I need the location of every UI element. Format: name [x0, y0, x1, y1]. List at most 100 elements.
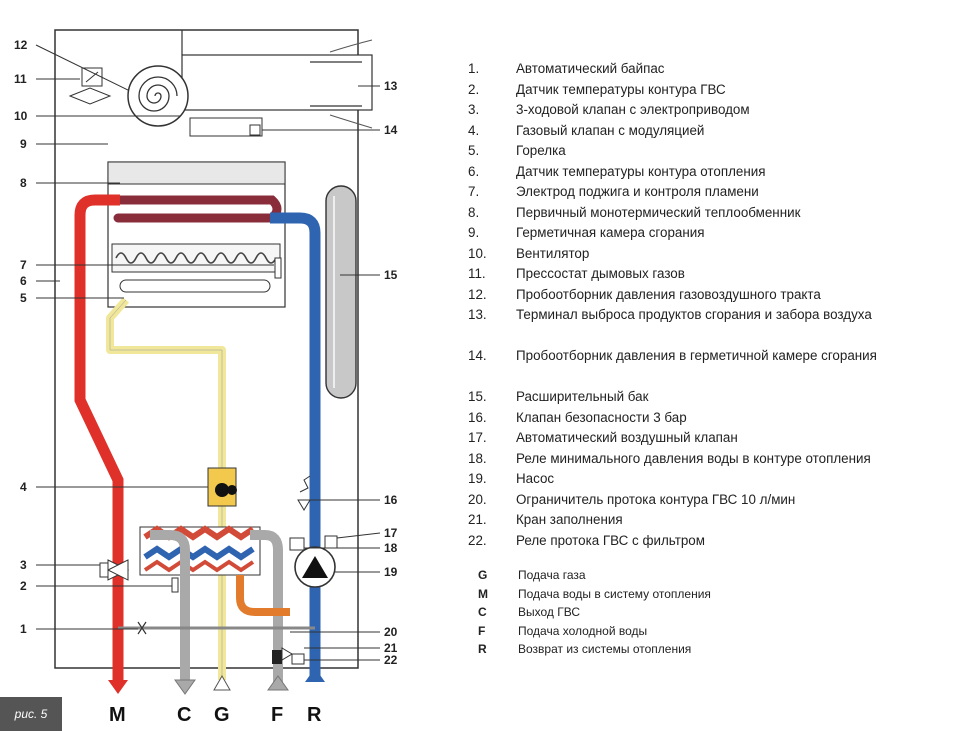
- legend-text: Ограничитель протока контура ГВС 10 л/ми…: [516, 491, 796, 507]
- legend-text: Датчик температуры контура отопления: [516, 163, 766, 179]
- connection-R: R: [307, 704, 322, 726]
- legend-text: Электрод поджига и контроля пламени: [516, 184, 759, 199]
- fan: [127, 65, 189, 127]
- callout-1: 1: [20, 622, 27, 636]
- flow-arrow-C: [174, 679, 196, 695]
- callout-4: 4: [20, 480, 27, 494]
- connection-M: M: [109, 704, 126, 726]
- component-legend: 1. Автоматический байпас 2. Датчик температ…: [468, 60, 948, 560]
- legend-number: 4.: [468, 122, 480, 138]
- boiler-casing: [54, 29, 359, 669]
- callout-lines: [35, 44, 381, 661]
- heating-flow-pipe: [74, 194, 124, 680]
- callout-2: 2: [20, 579, 27, 593]
- pressure-switch: [68, 67, 112, 105]
- flow-arrow-R: [305, 668, 325, 682]
- legend-text: Клапан безопасности 3 бар: [516, 409, 687, 425]
- callout-5: 5: [20, 291, 27, 305]
- flue-terminal: [181, 54, 373, 111]
- callout-3: 3: [20, 558, 27, 572]
- legend-text: Газовый клапан с модуляцией: [516, 122, 705, 138]
- callout-16: 16: [384, 493, 398, 507]
- callout-12: 12: [14, 38, 28, 52]
- callout-11: 11: [14, 72, 27, 86]
- legend-text: Кран заполнения: [516, 512, 623, 527]
- dhw-pipe: [150, 530, 190, 680]
- connection-description: Выход ГВС: [518, 605, 581, 619]
- legend-number: 6.: [468, 163, 480, 179]
- legend-number: 3.: [468, 102, 480, 117]
- legend-text: Первичный монотермический теплообменник: [516, 204, 801, 220]
- legend-text: Пробоотборник давления в герметичной кам…: [516, 348, 877, 363]
- legend-number: 12.: [468, 286, 487, 302]
- legend-text: 3-ходовой клапан с электроприводом: [516, 102, 750, 117]
- cold-water-pipe: [250, 530, 283, 690]
- legend-number: 19.: [468, 471, 487, 486]
- connection-code: F: [478, 623, 486, 638]
- expansion-tank: [325, 185, 357, 399]
- legend-number: 10.: [468, 245, 487, 261]
- callout-15: 15: [384, 268, 398, 282]
- boiler-diagram: 12 11 10 9 8 7 6 5 4 3 2 1 13 14 15 16 1…: [14, 29, 398, 726]
- legend-number: 14.: [468, 348, 487, 363]
- legend-number: 2.: [468, 81, 480, 97]
- callout-7: 7: [20, 258, 27, 272]
- legend-number: 15.: [468, 389, 487, 404]
- connection-description: Возврат из системы отопления: [518, 642, 692, 656]
- three-way-valve: [99, 559, 130, 581]
- legend-text: Терминал выброса продуктов сгорания и за…: [516, 307, 872, 322]
- legend-text: Датчик температуры контура ГВС: [516, 81, 726, 97]
- legend-number: 11.: [468, 266, 486, 281]
- connection-description: Подача холодной воды: [518, 623, 648, 638]
- connection-C: C: [177, 704, 191, 726]
- callout-9: 9: [20, 137, 27, 151]
- legend-text: Насос: [516, 471, 555, 486]
- connection-code: C: [478, 605, 487, 619]
- connection-code: R: [478, 642, 487, 656]
- legend-text: Автоматический байпас: [516, 61, 665, 76]
- flow-arrow-G: [213, 674, 231, 691]
- legend-text: Горелка: [516, 143, 566, 158]
- callout-22: 22: [384, 653, 398, 667]
- legend-number: 9.: [468, 225, 480, 240]
- flow-arrow-F: [267, 675, 289, 691]
- legend-text: Герметичная камера сгорания: [516, 225, 705, 240]
- legend-number: 5.: [468, 143, 480, 158]
- callout-8: 8: [20, 176, 27, 190]
- callout-13: 13: [384, 79, 398, 93]
- legend-number: 18.: [468, 450, 487, 466]
- legend-number: 16.: [468, 409, 487, 425]
- legend-number: 7.: [468, 184, 480, 199]
- callout-14: 14: [384, 123, 398, 137]
- legend-number: 17.: [468, 430, 487, 445]
- legend-text: Вентилятор: [516, 245, 590, 261]
- callout-21: 21: [384, 641, 398, 655]
- legend-text: Реле протока ГВС с фильтром: [516, 532, 705, 548]
- callout-17: 17: [384, 526, 398, 540]
- heating-return-pipe: [270, 212, 321, 680]
- gas-pipe: [106, 297, 226, 680]
- legend-number: 21.: [468, 512, 487, 527]
- burner: [111, 243, 282, 293]
- connection-description: Подача газа: [518, 568, 586, 582]
- legend-number: 22.: [468, 532, 487, 548]
- legend-text: Расширительный бак: [516, 389, 649, 404]
- connection-description: Подача воды в систему отопления: [518, 586, 711, 601]
- legend-number: 13.: [468, 307, 487, 322]
- legend-text: Пробоотборник давления газовоздушного тр…: [516, 286, 821, 302]
- legend-number: 1.: [468, 61, 480, 76]
- legend-text: Прессостат дымовых газов: [516, 266, 685, 281]
- figure-label: рис. 5: [0, 697, 62, 731]
- flow-arrow-M: [108, 680, 128, 694]
- legend-text: Автоматический воздушный клапан: [516, 430, 738, 445]
- callout-20: 20: [384, 625, 398, 639]
- callout-18: 18: [384, 541, 398, 555]
- legend-number: 20.: [468, 491, 487, 507]
- legend-number: 8.: [468, 204, 480, 220]
- connection-G: G: [214, 704, 230, 726]
- callout-19: 19: [384, 565, 398, 579]
- callout-6: 6: [20, 274, 27, 288]
- connection-code: G: [478, 568, 488, 582]
- connection-code: M: [478, 586, 488, 601]
